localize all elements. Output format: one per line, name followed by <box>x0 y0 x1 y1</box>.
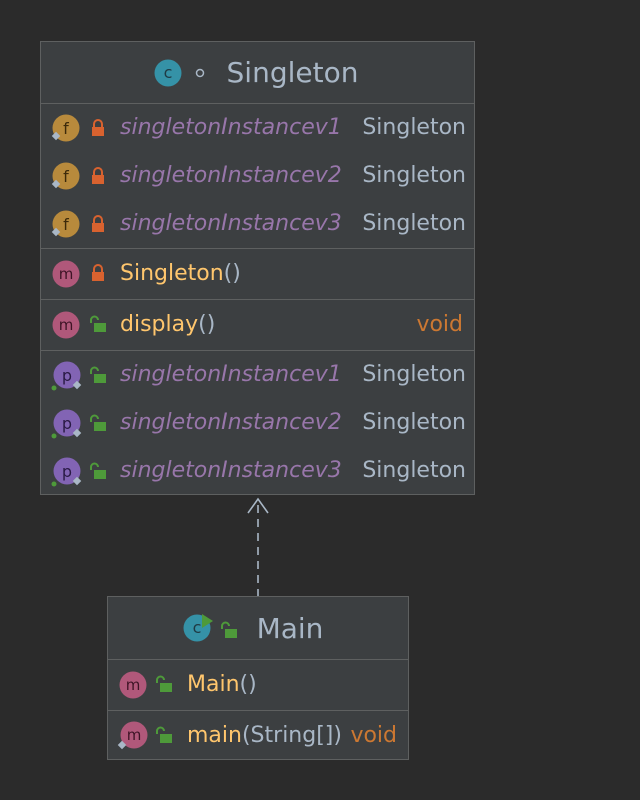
method-params: () <box>198 312 216 337</box>
field-type: Singleton <box>362 115 466 140</box>
runnable-class-icon: c <box>183 614 213 642</box>
private-lock-icon <box>92 167 104 184</box>
field-name: singletonInstancev3 <box>120 211 342 236</box>
method-row[interactable]: m main(String[]) void <box>108 711 408 760</box>
row-icons: m <box>108 660 178 708</box>
property-name: singletonInstancev1 <box>120 362 342 387</box>
row-icons: m <box>41 249 111 297</box>
public-unlock-icon <box>90 366 106 383</box>
constructor-name: Singleton <box>120 261 224 286</box>
svg-text:f: f <box>63 215 69 234</box>
method-return-type: void <box>350 723 397 748</box>
property-name: singletonInstancev3 <box>120 458 342 483</box>
property-type: Singleton <box>362 410 466 435</box>
method-return-type: void <box>416 312 463 337</box>
method-name: main <box>187 723 242 748</box>
field-row[interactable]: f singletonInstancev1 Singleton <box>41 104 474 152</box>
method-name: display <box>120 312 199 337</box>
property-icon: p <box>51 361 82 391</box>
method-icon: m <box>52 260 80 288</box>
constructor-params: () <box>239 672 257 697</box>
public-unlock-icon <box>221 621 237 638</box>
package-visibility-icon <box>195 68 205 78</box>
methods-section: m main(String[]) void <box>108 711 408 760</box>
method-params: (String[]) <box>241 723 342 748</box>
svg-text:m: m <box>127 726 142 744</box>
field-name: singletonInstancev2 <box>120 163 342 188</box>
method-icon: m <box>52 311 80 339</box>
row-icons: p <box>41 351 111 399</box>
public-unlock-icon <box>90 315 106 332</box>
class-header[interactable]: c Main <box>108 597 408 660</box>
class-name: Main <box>256 611 324 645</box>
class-singleton[interactable]: c Singleton f singletonInstancev1 Single… <box>40 41 475 495</box>
methods-section: m display() void <box>41 300 474 351</box>
property-row[interactable]: p singletonInstancev2 Singleton <box>41 399 474 447</box>
constructor-row[interactable]: m Singleton() <box>41 249 474 299</box>
public-unlock-icon <box>156 675 172 692</box>
field-icon: f <box>51 114 80 142</box>
property-icon: p <box>51 409 82 439</box>
svg-text:p: p <box>62 414 72 433</box>
constructor-row[interactable]: m Main() <box>108 660 408 710</box>
properties-section: p singletonInstancev1 Singleton p <box>41 351 474 495</box>
arrowhead-icon <box>247 497 269 514</box>
constructor-signature: Singleton() <box>120 249 241 299</box>
class-icon: c <box>154 59 182 87</box>
method-signature: display() <box>120 300 215 350</box>
svg-text:m: m <box>59 265 74 283</box>
constructors-section: m Singleton() <box>41 249 474 300</box>
public-unlock-icon <box>90 414 106 431</box>
property-icon: p <box>51 457 82 487</box>
method-icon: m <box>117 721 148 750</box>
field-type: Singleton <box>362 163 466 188</box>
property-name: singletonInstancev2 <box>120 410 342 435</box>
property-row[interactable]: p singletonInstancev3 Singleton <box>41 447 474 495</box>
field-type: Singleton <box>362 211 466 236</box>
row-icons: f <box>41 152 111 200</box>
row-icons: m <box>108 711 178 759</box>
row-icons: f <box>41 200 111 248</box>
property-type: Singleton <box>362 458 466 483</box>
svg-text:m: m <box>59 316 74 334</box>
field-row[interactable]: f singletonInstancev2 Singleton <box>41 152 474 200</box>
class-main[interactable]: c Main m Main() <box>107 596 409 760</box>
field-icon: f <box>51 162 80 190</box>
class-name: Singleton <box>226 56 359 89</box>
constructors-section: m Main() <box>108 660 408 711</box>
svg-text:f: f <box>63 167 69 186</box>
field-icon: f <box>51 210 80 238</box>
svg-text:c: c <box>193 618 202 637</box>
svg-text:f: f <box>63 119 69 138</box>
private-lock-icon <box>92 119 104 136</box>
private-lock-icon <box>92 215 104 232</box>
row-icons: p <box>41 447 111 495</box>
method-icon: m <box>119 671 147 699</box>
constructor-params: () <box>223 261 241 286</box>
private-lock-icon <box>92 264 104 281</box>
field-row[interactable]: f singletonInstancev3 Singleton <box>41 200 474 248</box>
field-name: singletonInstancev1 <box>120 115 342 140</box>
row-icons: p <box>41 399 111 447</box>
property-row[interactable]: p singletonInstancev1 Singleton <box>41 351 474 399</box>
public-unlock-icon <box>156 726 172 743</box>
fields-section: f singletonInstancev1 Singleton f <box>41 104 474 249</box>
svg-text:p: p <box>62 462 72 481</box>
row-icons: f <box>41 104 111 152</box>
svg-text:m: m <box>126 676 141 694</box>
row-icons: m <box>41 300 111 348</box>
class-header[interactable]: c Singleton <box>41 42 474 104</box>
method-row[interactable]: m display() void <box>41 300 474 350</box>
property-type: Singleton <box>362 362 466 387</box>
constructor-signature: Main() <box>187 660 257 710</box>
constructor-name: Main <box>187 672 240 697</box>
svg-text:p: p <box>62 366 72 385</box>
method-signature: main(String[]) <box>187 711 342 760</box>
public-unlock-icon <box>90 462 106 479</box>
svg-text:c: c <box>164 63 173 82</box>
